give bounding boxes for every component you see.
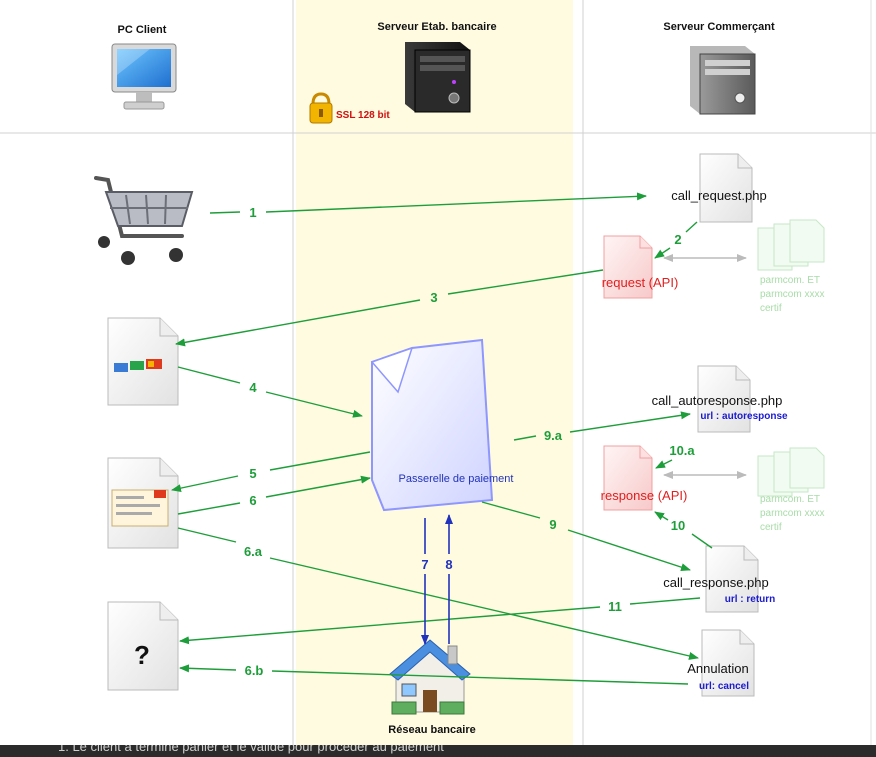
arrow-step-1-b [265,192,647,213]
question-document-icon [107,601,179,691]
step-label-6a: 6.a [244,544,263,559]
arrow-step-9a-b [569,411,691,433]
arrow-step-4-b [265,391,363,418]
step-label-6: 6 [249,493,256,508]
padlock-icon [309,92,333,124]
bank-house-icon [389,639,471,715]
parmcom-bottom-line-1: parmcom. ET [760,494,820,505]
arrow-step-6a-a [177,527,237,543]
step-label-4: 4 [249,380,257,395]
arrow-step-6-b [265,475,371,498]
parmcom-top-documents-icon [757,219,825,271]
network-label: Réseau bancaire [388,724,475,736]
merchant-server-icon [690,46,756,115]
call-autoresponse-label: call_autoresponse.php [652,393,783,408]
call-request-label: call_request.php [671,188,766,203]
annulation-document-icon [701,629,755,697]
arrow-step-9-b [567,529,691,571]
parmcom-top-line-1: parmcom. ET [760,275,820,286]
parmcom-bottom-line-3: certif [760,522,782,533]
arrow-step-5-a [269,451,371,471]
step-label-9: 9 [549,517,556,532]
gateway-document-icon [370,338,494,512]
step-label-11: 11 [608,599,622,614]
arrow-step-1-a [209,211,241,214]
arrow-step-9-a [481,501,541,519]
url-return-label: url : return [725,594,776,605]
parmcom-bottom-documents-icon [757,447,825,497]
parmcom-top-line-3: certif [760,303,782,314]
arrow-step-6a-b [269,557,699,660]
arrow-step-6b-a [271,670,689,685]
response-api-label: response (API) [601,488,688,503]
header-pc-client: PC Client [118,24,167,36]
response-api-document-icon [603,445,653,511]
shopping-cart-icon [94,176,194,265]
step-label-5: 5 [249,466,256,481]
call-response-label: call_response.php [663,575,769,590]
question-mark: ? [134,640,150,670]
header-bank-server: Serveur Etab. bancaire [377,21,496,33]
url-autoresponse-label: url : autoresponse [700,411,788,422]
ssl-label: SSL 128 bit [336,110,390,121]
arrow-step-6b-b [179,664,237,673]
bottom-caption-text: 1. Le client a terminé panier et le vali… [58,745,444,754]
arrow-step-4-a [177,366,241,384]
parmcom-bottom-line-2: parmcom xxxx [760,508,824,519]
step-label-10: 10 [671,518,685,533]
step-label-6b: 6.b [245,663,264,678]
parmcom-top-line-2: parmcom xxxx [760,289,824,300]
header-merchant-server: Serveur Commerçant [663,21,775,33]
step-label-9a: 9.a [544,428,563,443]
arrow-step-11-b [179,606,601,645]
arrow-step-9a-a [513,435,537,441]
arrow-step-3-a [447,269,604,295]
call-response-document-icon [705,545,759,613]
arrow-step-11-a [629,597,701,605]
step-label-10a: 10.a [669,443,695,458]
annulation-label: Annulation [687,661,748,676]
request-api-document-icon [603,235,653,299]
step-label-8: 8 [445,557,452,572]
call-request-document-icon [699,153,753,223]
gateway-label: Passerelle de paiement [399,473,514,485]
arrow-step-2-a [685,221,698,233]
call-autoresponse-document-icon [697,365,751,433]
bottom-caption-bar: 1. Le client a terminé panier et le vali… [0,745,876,757]
step-label-1: 1 [249,205,256,220]
arrow-step-10-a [691,533,713,549]
payment-cards-document-icon [107,317,179,406]
request-api-label: request (API) [602,275,679,290]
payment-form-document-icon [107,457,179,549]
bank-server-tower-icon [405,42,471,113]
step-label-3: 3 [430,290,437,305]
step-label-7: 7 [421,557,428,572]
arrow-step-3-b [175,299,421,347]
step-label-2: 2 [674,232,681,247]
arrow-step-2-b [654,247,671,259]
url-cancel-label: url: cancel [699,681,749,692]
arrow-step-10a [655,459,673,469]
arrow-step-6-a [177,502,241,515]
arrow-step-10-b [654,511,669,521]
monitor-icon [111,43,177,110]
arrow-step-5-b [171,475,239,493]
